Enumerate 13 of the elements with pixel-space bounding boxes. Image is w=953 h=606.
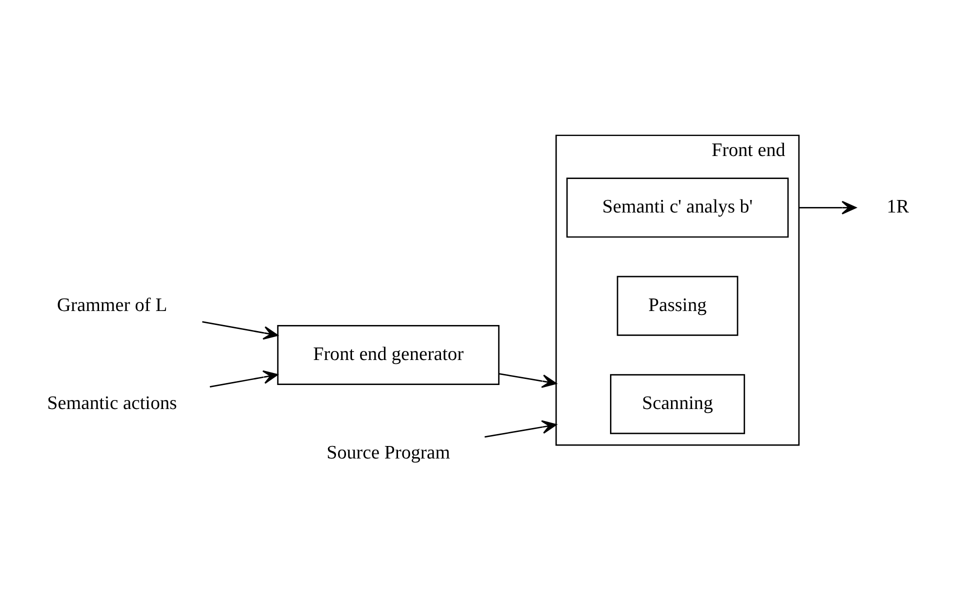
arrow [498, 372, 556, 388]
node-box: Passing [616, 275, 738, 336]
arrow [202, 320, 278, 340]
arrow [209, 370, 278, 387]
arrow [798, 200, 856, 214]
node-box: Semanti c' analys b' [566, 177, 788, 238]
node-text: 1R [886, 196, 908, 218]
node-box: Scanning [610, 374, 745, 434]
node-text: Semantic actions [46, 392, 176, 414]
node-text: Source Program [326, 442, 450, 463]
node-text: Grammer of L [56, 294, 167, 316]
arrow [484, 420, 556, 438]
node-box: Front end generator [276, 324, 499, 384]
